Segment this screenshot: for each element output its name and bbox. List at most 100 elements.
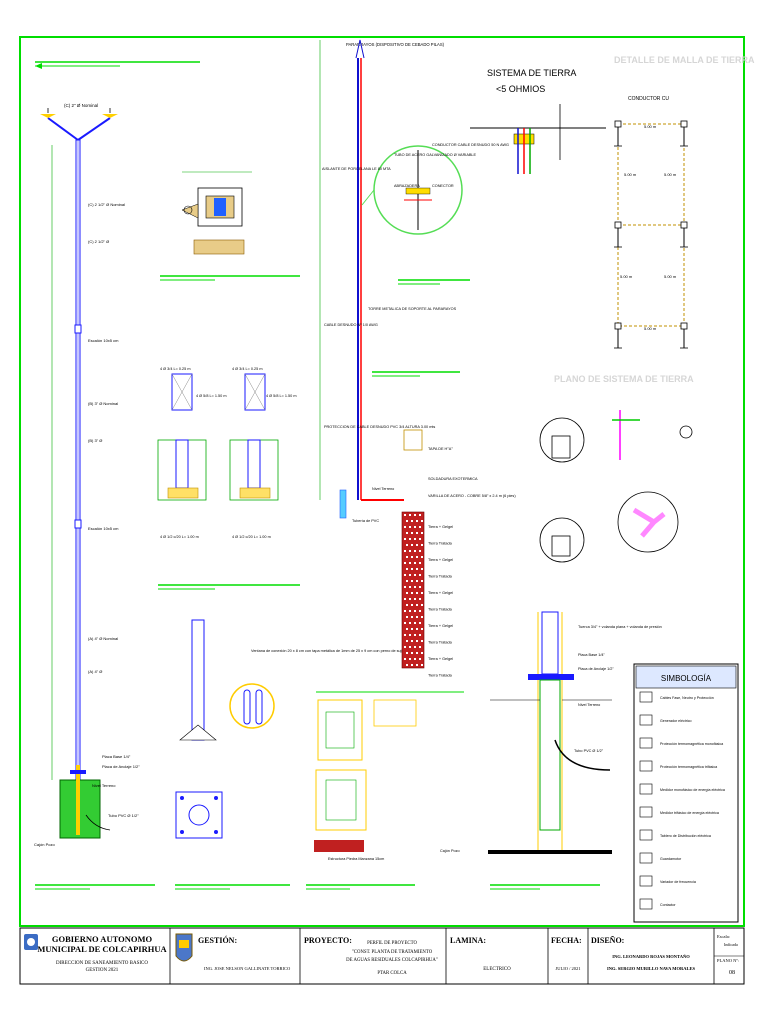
conductor-label: CONDUCTOR CU (628, 96, 669, 102)
legend-item-label: Cables Fase, Neutro y Protección (660, 696, 714, 700)
municipal-logo (24, 934, 38, 950)
pole-base5-label: Cajón Pozo (34, 842, 55, 847)
pole-seg1b-label: (C) 2 1/2" Ø (88, 239, 109, 244)
spacing-6: 5.00 m (644, 326, 657, 331)
lightning-mast-drawing: PARARRAYOS (DISPOSITIVO DE CEBADO PILAS)… (319, 39, 509, 519)
fecha-value: JULIO / 2021 (556, 966, 581, 971)
light-pole-drawing: (C) 2" Ø Nominal (C) 2 1/2" Ø Nominal (C… (34, 61, 200, 890)
legend-item: Guardamotor (639, 852, 682, 864)
diseno-label: DISEÑO: (591, 936, 624, 945)
ground-plan-symbols (539, 410, 693, 563)
pole-seg3-label: (A) 4" Ø Nominal (88, 636, 118, 641)
lamina-label: LAMINA: (450, 936, 486, 945)
legend-item: Protección termomagnética monofásica (639, 737, 723, 749)
spacing-5: 5.00 m (664, 274, 677, 279)
legend-item: Generador eléctrico (639, 714, 692, 726)
proyecto-l2: "CONST. PLANTA DE TRATAMIENTO (352, 950, 433, 955)
legend-item: Cables Fase, Neutro y Protección (639, 691, 714, 703)
pole-joint2-label: Escalón 10x5 cm (88, 526, 119, 531)
legend-item: Contactor (639, 898, 676, 910)
luminaire-detail (160, 171, 300, 281)
mast-abrazadera: ABRAZADERA (394, 184, 420, 188)
legend-symbol-icon (639, 806, 653, 818)
ground-rod-icon (614, 322, 622, 349)
dim-d1: 4 Ø 3/4 L= 0.25 m (160, 367, 191, 371)
pole-joint1-label: Escalón 10x5 cm (88, 338, 119, 343)
soil-layer-label: Tierra + Gelgel (428, 591, 453, 595)
proyecto-label: PROYECTO: (304, 936, 352, 945)
legend-item-label: Protección termomagnética monofásica (660, 742, 723, 746)
legend-item-label: Guardamotor (660, 857, 682, 861)
mast-insulator: AISLANTE DE PORCELANA LE 80 MTA (322, 167, 391, 171)
soil-layer-label: Tierra Tratada (428, 641, 453, 645)
org-line1: GOBIERNO AUTONOMO (52, 934, 153, 944)
plano-value: 08 (729, 970, 735, 976)
legend-item-label: Protección termomagnética trifásica (660, 765, 717, 769)
spacing-2: 5.00 m (624, 172, 637, 177)
base-plate-details: Ventana de conexión 20 x 8 cm con tapa m… (175, 619, 411, 890)
well-soldadura: SOLDADURA EXOTERMICA (428, 477, 478, 481)
soil-layer-label: Tierra + Gelgel (428, 624, 453, 628)
mast-protection: PROTECCION DE CABLE DESNUDO PVC 3/4 ALTU… (324, 425, 435, 429)
ground-system-schematic: SISTEMA DE TIERRA <5 OHMIOS DETALLE DE M… (470, 55, 755, 384)
gestion-value: ING. JOSE NELSON GALLINATE TORRICO (204, 966, 291, 971)
pole-base4-label: Tubo PVC Ø 1/2" (108, 813, 139, 818)
diseno-l1: ING. LEONARDO ROJAS MONTAÑO (612, 954, 690, 959)
pedestal-l2: Placa Base 1/4" (578, 653, 606, 657)
ground-mesh: 5.00 m 5.00 m 5.00 m 5.00 m 5.00 m 5.00 … (614, 120, 688, 349)
ground-well-drawing: TAPA DE H°A° Nivel Terreno Tubería de PV… (328, 429, 516, 861)
pedestal-l3: Placa de Anclaje 1/2" (578, 667, 614, 671)
title-block: GOBIERNO AUTONOMO MUNICIPAL DE COLCAPIRH… (19, 927, 745, 985)
escala-value: Indicada (724, 942, 738, 947)
legend-symbol-icon (639, 852, 653, 864)
well-plan-detail (306, 691, 464, 890)
ground-system-title: SISTEMA DE TIERRA (487, 68, 576, 78)
pole-seg2-label: (B) 3" Ø Nominal (88, 401, 118, 406)
well-arena: Estructura Piedra Manzana 15cm (328, 857, 384, 861)
window-note: Ventana de conexión 20 x 8 cm con tapa m… (251, 649, 411, 653)
soil-layer-label: Tierra Tratada (428, 575, 453, 579)
foundation-details: 4 Ø 3/4 L= 0.25 m 4 Ø 3/4 L= 0.25 m 4 Ø … (157, 367, 300, 590)
ground-rod-icon (614, 120, 622, 147)
ground-rod-icon (614, 221, 622, 248)
ground-system-subtitle: <5 OHMIOS (496, 84, 545, 94)
legend-symbol-icon (639, 760, 653, 772)
ground-rod-icon (680, 322, 688, 349)
legend-symbol-icon (639, 783, 653, 795)
soil-layer-label: Tierra + Gelgel (428, 525, 453, 529)
pedestal-detail: Tuerca 3/4" + volanda plana + volanda de… (440, 611, 662, 890)
pole-base1-label: Placa Base 1/4" (102, 754, 131, 759)
mast-conector: CONECTOR (432, 184, 454, 188)
diseno-l2: ING. SERGIO MURILLO NAVA MORALES (607, 966, 695, 971)
dim-d2: 4 Ø 3/4 L= 0.25 m (232, 367, 263, 371)
legend-item-label: Contactor (660, 903, 676, 907)
legend-item-label: Generador eléctrico (660, 719, 692, 723)
dim-d5: 4 Ø 1/2 c/20 L= 1.00 m (160, 535, 199, 539)
legend-item-label: Medidor trifásico de energía eléctrica (660, 811, 719, 815)
ground-plan-title: PLANO DE SISTEMA DE TIERRA (554, 374, 694, 384)
fecha-label: FECHA: (551, 936, 582, 945)
pedestal-l4: Nivel Terreno (578, 703, 600, 707)
ground-detail-title: DETALLE DE MALLA DE TIERRA (614, 55, 755, 65)
spacing-1: 5.00 m (644, 124, 657, 129)
legend-symbol-icon (639, 875, 653, 887)
mast-conductor-desnudo: CONDUCTOR CABLE DESNUDO 50 N AWG (432, 143, 509, 147)
proyecto-l1: PERFIL DE PROYECTO (367, 941, 417, 946)
legend-item-label: Tablero de Distribución eléctrica (660, 834, 711, 838)
pole-top-label: (C) 2" Ø Nominal (64, 103, 98, 108)
well-tubo-pvc: Tubería de PVC (352, 519, 379, 523)
sheet-frame (19, 36, 745, 927)
spacing-4: 5.00 m (620, 274, 633, 279)
legend-item: Protección termomagnética trifásica (639, 760, 717, 772)
legend-symbol-icon (639, 714, 653, 726)
soil-layer-label: Tierra Tratada (428, 542, 453, 546)
well-tapa: TAPA DE H°A° (428, 447, 453, 451)
legend-symbol-icon (639, 829, 653, 841)
escala-label: Escala: (717, 934, 730, 939)
coat-of-arms-logo (175, 933, 193, 962)
pedestal-l1: Tuerca 3/4" + volanda plana + volanda de… (578, 625, 662, 629)
mast-tower: TORRE METALICA DE SOPORTE AL PARARAYOS (368, 307, 457, 311)
org-line3: DIRECCION DE SANEAMIENTO BASICO (56, 961, 148, 966)
pedestal-l6: Cajón Pozo (440, 849, 460, 853)
